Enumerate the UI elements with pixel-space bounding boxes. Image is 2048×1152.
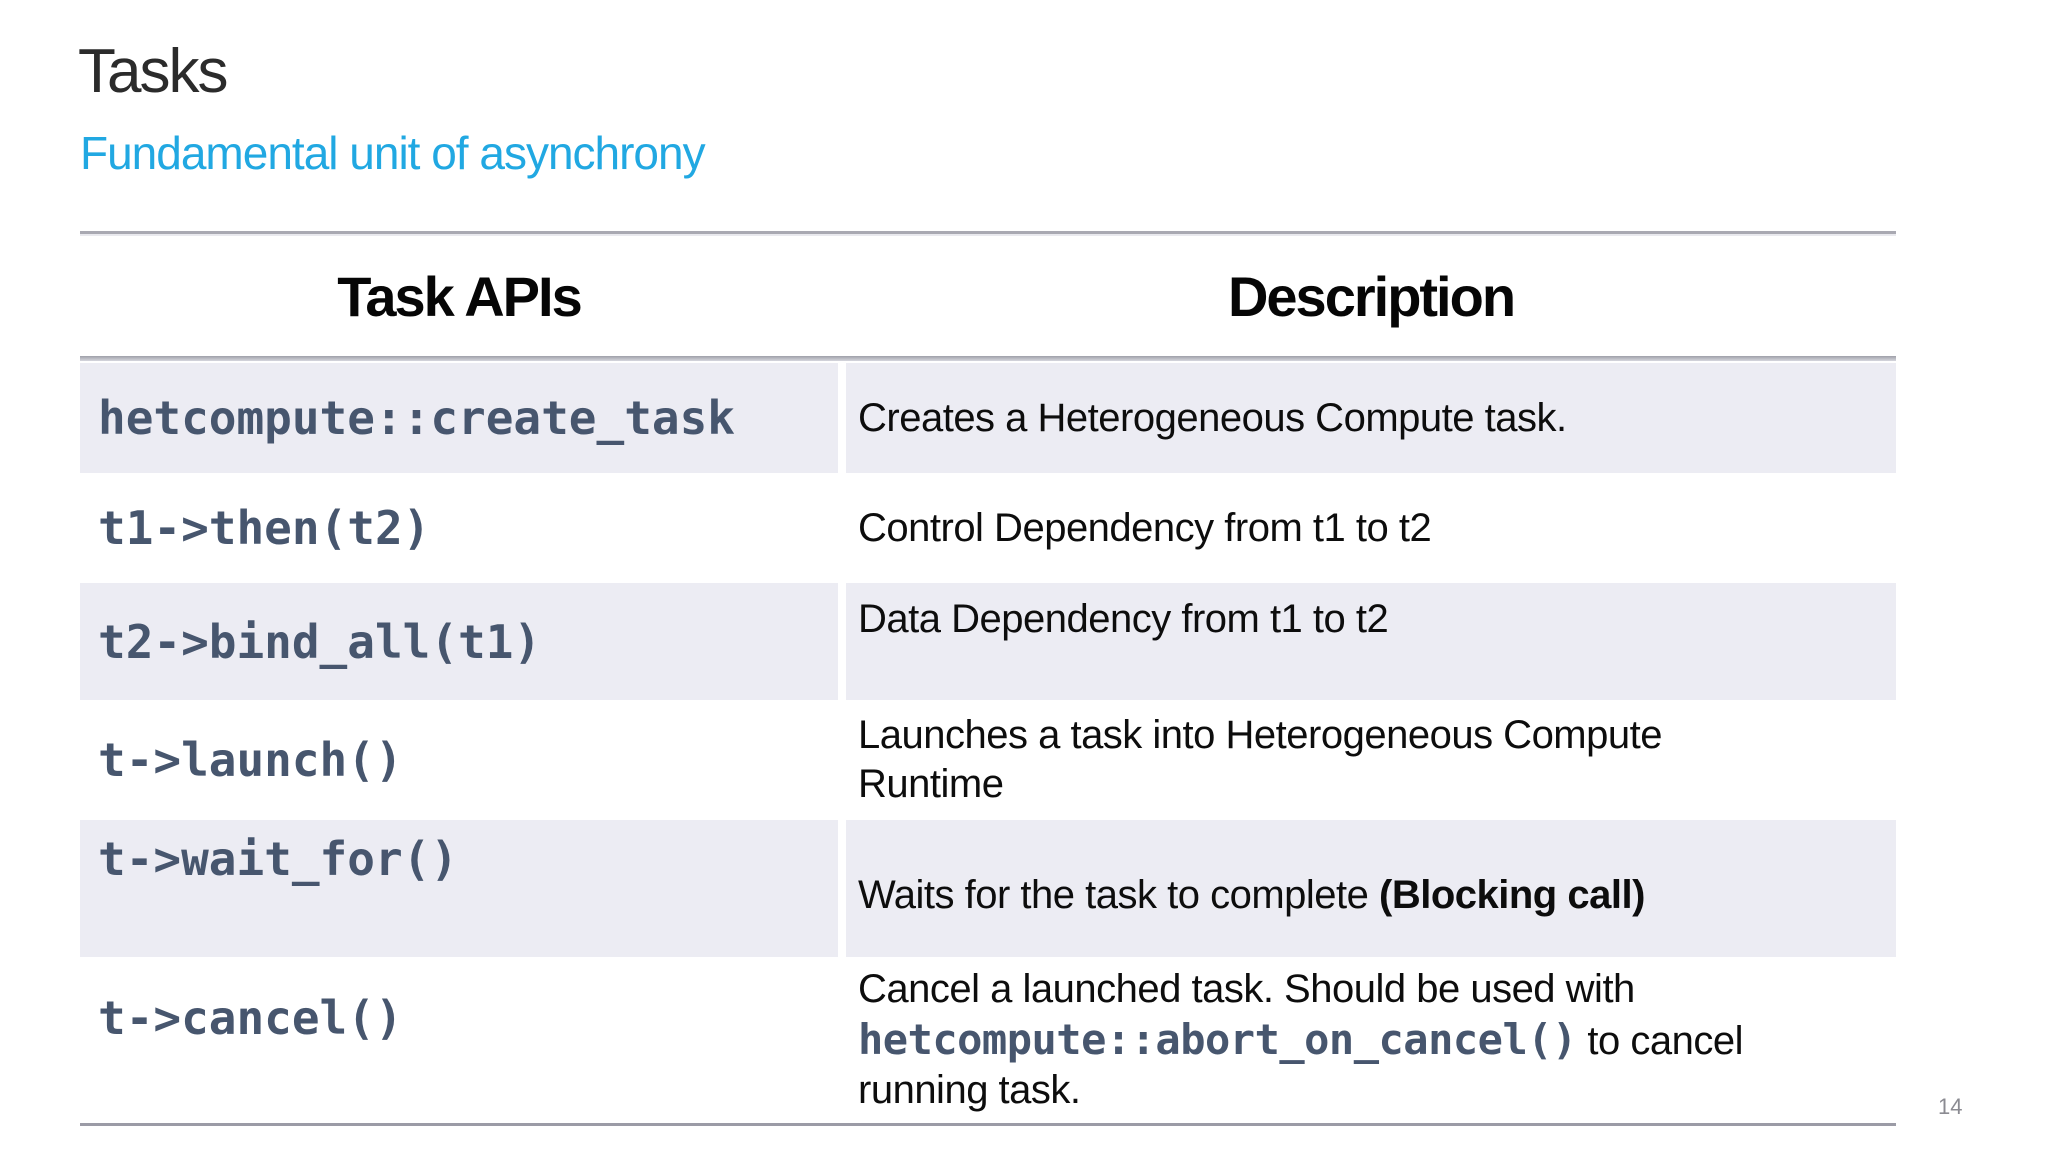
description-normal: Waits for the task to complete bbox=[858, 873, 1380, 918]
table-row: t->wait_for() Waits for the task to comp… bbox=[80, 820, 1896, 957]
description-text: Control Dependency from t1 to t2 bbox=[858, 505, 1432, 550]
description-cell: Launches a task into Heterogeneous Compu… bbox=[846, 700, 1896, 820]
description-bold: (Blocking call) bbox=[1379, 873, 1645, 918]
table-row: t->launch() Launches a task into Heterog… bbox=[80, 700, 1896, 820]
table-row: hetcompute::create_task Creates a Hetero… bbox=[80, 363, 1896, 473]
description-text: Data Dependency from t1 to t2 bbox=[858, 597, 1389, 641]
api-cell: t->wait_for() bbox=[80, 820, 838, 957]
page-number: 14 bbox=[1938, 1094, 1963, 1119]
cell-gap bbox=[838, 473, 846, 583]
api-code: t1->then(t2) bbox=[98, 501, 431, 555]
column-header-task-apis: Task APIs bbox=[337, 264, 582, 328]
description-text: Creates a Heterogeneous Compute task. bbox=[858, 395, 1567, 440]
cell-gap bbox=[838, 363, 846, 473]
api-cell: t->launch() bbox=[80, 700, 838, 820]
description-cell: Control Dependency from t1 to t2 bbox=[846, 473, 1896, 583]
table-row: t->cancel() Cancel a launched task. Shou… bbox=[80, 957, 1896, 1123]
divider-top bbox=[80, 231, 1896, 234]
description-text: Cancel a launched task. Should be used w… bbox=[858, 965, 1838, 1114]
column-header-description: Description bbox=[1227, 264, 1516, 328]
api-code: t->launch() bbox=[98, 733, 403, 787]
table-row: t1->then(t2) Control Dependency from t1 … bbox=[80, 473, 1896, 583]
inline-code: hetcompute::abort_on_cancel() bbox=[858, 1015, 1577, 1065]
api-code: t->wait_for() bbox=[98, 832, 459, 886]
description-pre: Cancel a launched task. Should be used w… bbox=[858, 967, 1635, 1012]
table-header-divider bbox=[80, 356, 1896, 361]
cell-gap bbox=[838, 820, 846, 957]
description-cell: Cancel a launched task. Should be used w… bbox=[846, 957, 1896, 1123]
description-text: Waits for the task to complete (Blocking… bbox=[858, 871, 1645, 920]
api-code: t->cancel() bbox=[98, 991, 403, 1045]
api-code: t2->bind_all(t1) bbox=[98, 614, 542, 669]
description-post: to cancel running task. bbox=[858, 1019, 1744, 1112]
api-cell: t->cancel() bbox=[80, 957, 838, 1123]
table-row: t2->bind_all(t1) Data Dependency from t1… bbox=[80, 583, 1896, 700]
cell-gap bbox=[838, 957, 846, 1123]
api-cell: t1->then(t2) bbox=[80, 473, 838, 583]
column-gap bbox=[838, 236, 846, 356]
api-cell: t2->bind_all(t1) bbox=[80, 583, 838, 700]
api-table: hetcompute::create_task Creates a Hetero… bbox=[80, 363, 1896, 1123]
table-header-row: Task APIs Description bbox=[80, 236, 1896, 356]
divider-bottom bbox=[80, 1123, 1896, 1126]
api-cell: hetcompute::create_task bbox=[80, 363, 838, 473]
description-cell: Waits for the task to complete (Blocking… bbox=[846, 820, 1896, 957]
api-code: hetcompute::create_task bbox=[98, 391, 735, 445]
description-cell: Creates a Heterogeneous Compute task. bbox=[846, 363, 1896, 473]
cell-gap bbox=[838, 700, 846, 820]
description-text: Launches a task into Heterogeneous Compu… bbox=[858, 713, 1662, 806]
page-title: Tasks bbox=[78, 37, 228, 106]
page-subtitle: Fundamental unit of asynchrony bbox=[80, 127, 706, 179]
description-cell: Data Dependency from t1 to t2 bbox=[846, 583, 1896, 700]
cell-gap bbox=[838, 583, 846, 700]
